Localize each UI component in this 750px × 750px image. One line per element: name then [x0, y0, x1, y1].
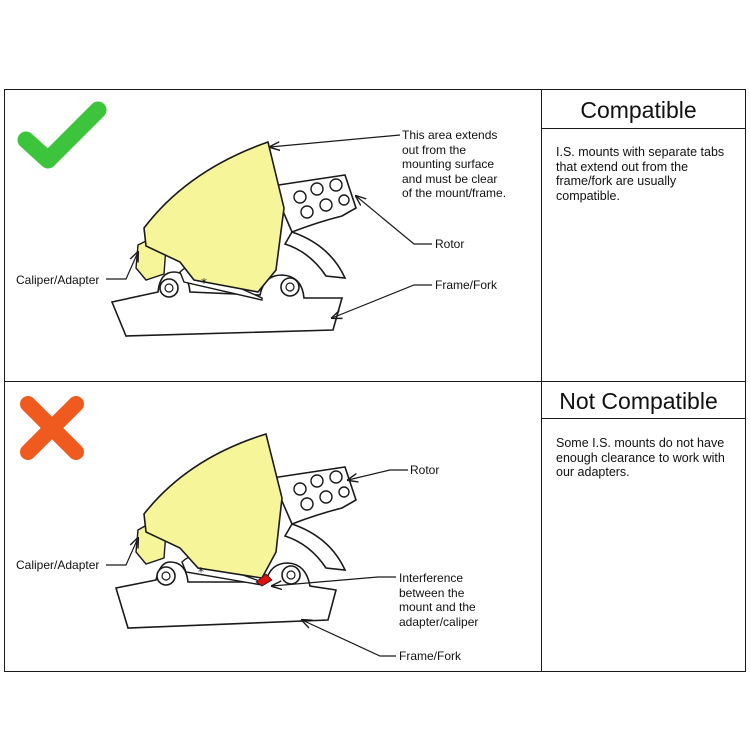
callout-line: This area extends: [402, 128, 498, 142]
callout-interference: Interference between the mount and the a…: [399, 571, 478, 629]
rotor-bottom: [270, 466, 357, 571]
caliper-adapter-top: *: [135, 140, 285, 301]
label-frame-top: Frame/Fork: [435, 278, 498, 292]
label-rotor-top: Rotor: [435, 237, 465, 251]
comparison-table: [4, 89, 746, 672]
svg-text:*: *: [198, 565, 204, 579]
label-caliper-bottom: Caliper/Adapter: [16, 558, 100, 572]
row-divider: [5, 381, 745, 382]
header-divider-bottom: [541, 418, 745, 419]
callout-line: Interference: [399, 571, 464, 585]
column-divider: [541, 90, 542, 671]
caliper-adapter-bottom: *: [135, 432, 283, 586]
callout-line: mount and the: [399, 600, 476, 614]
callout-line: mounting surface: [402, 157, 495, 171]
label-caliper-top: Caliper/Adapter: [16, 273, 100, 287]
callout-line: and must be clear: [402, 171, 498, 186]
callout-line: out from the: [402, 142, 467, 157]
callout-line: of the mount/frame.: [402, 186, 507, 200]
not-compatible-description: Some I.S. mounts do not have enough clea…: [556, 436, 725, 479]
interference-point: [255, 573, 273, 587]
label-rotor-bottom: Rotor: [410, 463, 440, 477]
frame-fork-top: [110, 271, 344, 337]
not-compatible-header: Not Compatible: [559, 388, 718, 414]
compatible-header: Compatible: [580, 97, 697, 123]
label-frame-bottom: Frame/Fork: [399, 649, 462, 663]
callout-line: adapter/caliper: [399, 614, 479, 629]
callout-area-clearance: This area extends out from the mounting …: [402, 128, 506, 201]
callout-line: between the: [399, 585, 465, 600]
rotor-top: [270, 174, 357, 279]
x-mark-icon: [20, 396, 84, 460]
header-divider-top: [541, 128, 745, 129]
frame-fork-bottom: [114, 561, 338, 629]
check-mark-icon: [17, 101, 107, 169]
compatible-description: I.S. mounts with separate tabs that exte…: [556, 145, 725, 203]
svg-text:*: *: [201, 276, 207, 290]
